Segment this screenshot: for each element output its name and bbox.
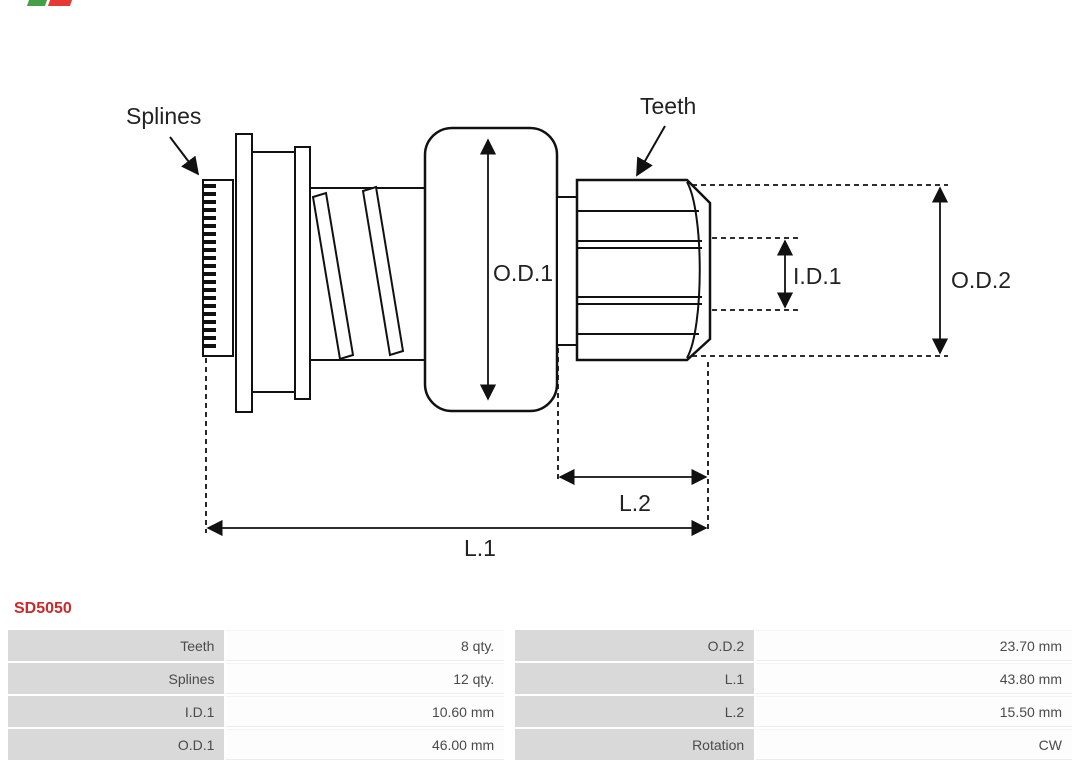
od2-dimension: O.D.2 xyxy=(692,184,1011,357)
spec-value: 15.50 mm xyxy=(756,696,1072,727)
spec-value: 12 qty. xyxy=(226,663,505,694)
spec-value: 8 qty. xyxy=(226,630,505,661)
specs-table: Teeth 8 qty. O.D.2 23.70 mm Splines 12 q… xyxy=(6,628,1074,762)
spec-value: 10.60 mm xyxy=(226,696,505,727)
od1-label: O.D.1 xyxy=(493,260,553,286)
l2-label: L.2 xyxy=(619,490,651,516)
l1-dimension: L.1 xyxy=(205,358,708,561)
l2-dimension: L.2 xyxy=(557,348,709,533)
pinion-neck xyxy=(556,196,578,346)
table-row: I.D.1 10.60 mm L.2 15.50 mm xyxy=(8,696,1072,727)
od1-dimension: O.D.1 xyxy=(479,138,553,401)
spacer xyxy=(506,663,512,694)
starter-drive-drawing: O.D.1 O.D.2 I.D.1 L.2 xyxy=(126,93,1011,561)
spec-label: O.D.2 xyxy=(514,630,755,661)
spec-label: Rotation xyxy=(514,729,755,760)
return-spring xyxy=(310,185,425,361)
part-number: SD5050 xyxy=(14,600,72,617)
table-row: O.D.1 46.00 mm Rotation CW xyxy=(8,729,1072,760)
spec-label: O.D.1 xyxy=(8,729,225,760)
spec-label: Splines xyxy=(8,663,225,694)
splines-callout: Splines xyxy=(126,103,201,176)
od2-label: O.D.2 xyxy=(951,267,1011,293)
l1-label: L.1 xyxy=(464,535,496,561)
id1-label: I.D.1 xyxy=(793,263,842,289)
table-row: Splines 12 qty. L.1 43.80 mm xyxy=(8,663,1072,694)
spacer xyxy=(506,729,512,760)
id1-dimension: I.D.1 xyxy=(712,237,842,311)
pinion-gear xyxy=(575,178,712,362)
spec-value: 23.70 mm xyxy=(756,630,1072,661)
starter-drive-diagram: O.D.1 O.D.2 I.D.1 L.2 xyxy=(126,93,1011,561)
spec-label: Teeth xyxy=(8,630,225,661)
spec-label: I.D.1 xyxy=(8,696,225,727)
spec-value: CW xyxy=(756,729,1072,760)
spline-shaft xyxy=(202,179,234,357)
teeth-label: Teeth xyxy=(640,93,696,119)
spec-label: L.2 xyxy=(514,696,755,727)
spec-label: L.1 xyxy=(514,663,755,694)
table-row: Teeth 8 qty. O.D.2 23.70 mm xyxy=(8,630,1072,661)
spec-value: 46.00 mm xyxy=(226,729,505,760)
teeth-callout: Teeth xyxy=(636,93,696,177)
splines-label: Splines xyxy=(126,103,201,129)
spacer xyxy=(506,630,512,661)
spacer xyxy=(506,696,512,727)
spec-value: 43.80 mm xyxy=(756,663,1072,694)
flange-collar xyxy=(235,133,311,413)
